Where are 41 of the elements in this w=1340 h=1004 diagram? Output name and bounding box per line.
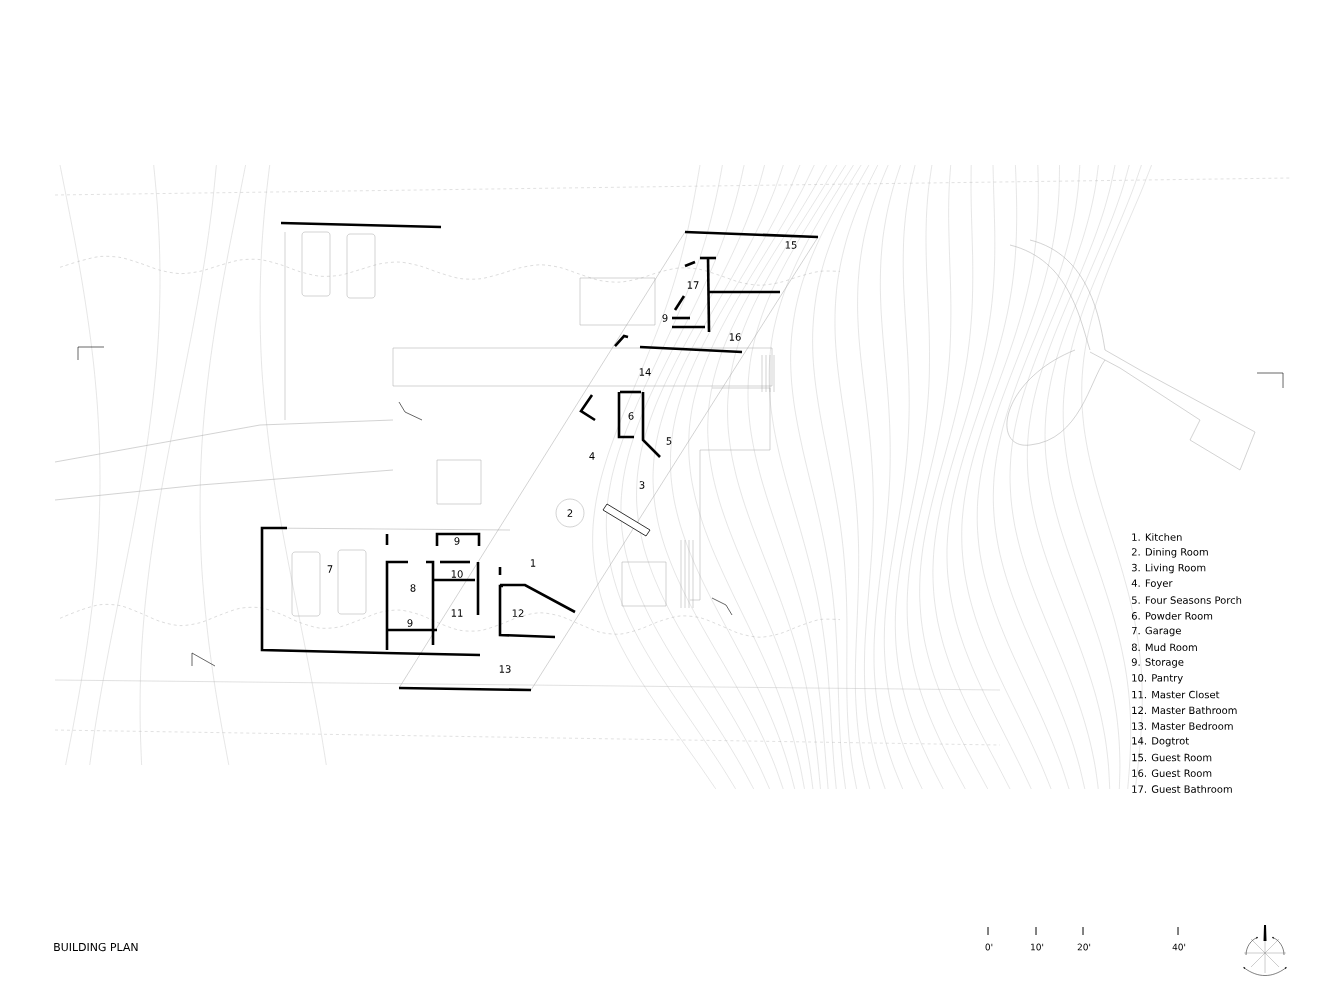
room-number: 8: [410, 584, 416, 592]
room-number: 14: [639, 368, 651, 376]
plan-title: BUILDING PLAN: [54, 942, 138, 952]
legend-entry: 2. Dining Room: [1131, 548, 1208, 558]
scale-label: 0': [985, 943, 993, 951]
legend-entry: 4. Foyer: [1131, 579, 1173, 589]
room-number: 6: [628, 412, 634, 420]
legend-entry: 15. Guest Room: [1132, 753, 1212, 762]
room-number: 4: [589, 452, 595, 460]
room-number: 15: [785, 241, 797, 249]
legend-entry: 14. Dogtrot: [1132, 737, 1189, 747]
scale-label: 20': [1077, 943, 1091, 951]
legend-entry: 12. Master Bathroom: [1132, 706, 1237, 715]
legend-entry: 1. Kitchen: [1132, 533, 1182, 541]
room-number: 16: [729, 333, 741, 341]
legend-entry: 17. Guest Bathroom: [1132, 785, 1232, 793]
legend-entry: 9. Storage: [1131, 658, 1184, 668]
legend-entry: 6. Powder Room: [1131, 611, 1213, 620]
room-number: 9: [407, 619, 413, 627]
legend-entry: 13. Master Bedroom: [1132, 722, 1233, 730]
room-number: 9: [454, 537, 460, 545]
legend-entry: 5. Four Seasons Porch: [1132, 596, 1242, 604]
scale-label: 40': [1172, 943, 1186, 951]
legend-entry: 8. Mud Room: [1131, 643, 1197, 652]
room-number: 13: [499, 665, 511, 673]
legend-entry: 11. Master Closet: [1132, 690, 1220, 699]
room-number: 17: [687, 281, 699, 289]
room-number: 9: [662, 314, 668, 322]
room-number: 11: [451, 609, 463, 617]
room-number: 2: [567, 509, 573, 517]
legend-entry: 10. Pantry: [1132, 674, 1183, 684]
room-number: 1: [530, 559, 536, 567]
legend-entry: 3. Living Room: [1132, 563, 1206, 574]
legend-entry: 16. Guest Room: [1132, 769, 1212, 777]
legend-entry: 7. Garage: [1132, 626, 1181, 637]
room-number: 7: [327, 565, 333, 573]
room-number: 5: [666, 437, 672, 445]
scale-label: 10': [1031, 943, 1044, 951]
room-number: 10: [451, 570, 463, 578]
room-number: 3: [639, 481, 645, 489]
room-number: 12: [512, 609, 524, 617]
